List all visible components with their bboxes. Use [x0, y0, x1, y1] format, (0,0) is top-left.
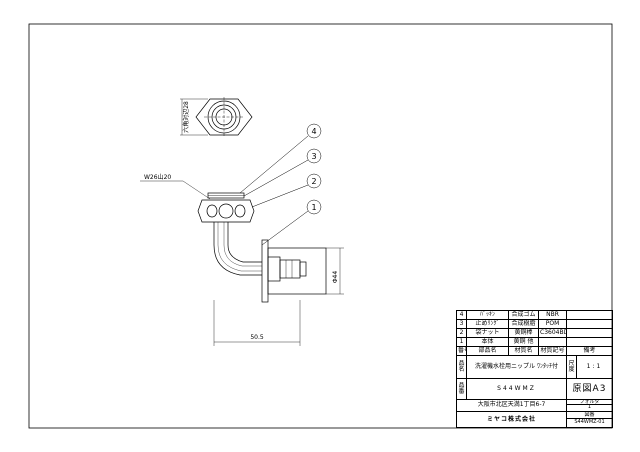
folder-label: フォルダ [567, 400, 612, 406]
hex-dimension-label: 六角対辺28 [182, 101, 190, 133]
folder-value: 1 [587, 404, 592, 411]
part-balloons [239, 123, 322, 246]
header-name: 部品名 [466, 346, 509, 357]
drawing-border [28, 23, 613, 429]
product-code: S44WMZ [466, 378, 567, 400]
drawing-no-label: 図番 [567, 413, 612, 419]
diameter-dimension-label: Φ44 [332, 271, 339, 284]
dimensions [213, 247, 344, 346]
part-name: 止めﾘﾝｸﾞ [466, 319, 509, 330]
part-name: ﾊﾟｯｷﾝ [466, 309, 509, 321]
part-remarks [566, 309, 613, 321]
scale-value: 1:1 [576, 355, 613, 380]
part-no: 3 [456, 319, 467, 330]
length-dimension-label: 50.5 [250, 334, 264, 341]
part-no: 2 [456, 328, 467, 339]
parts-row: 2 袋ナット 黄銅棒 C3604BD [456, 328, 613, 339]
company-row: ミヤコ株式会社 図番 S44WMZ-01 [456, 411, 613, 428]
part-no: 4 [456, 309, 467, 321]
drawing-no-value: S44WMZ-01 [574, 419, 605, 425]
company-name: ミヤコ株式会社 [456, 411, 567, 428]
part-material: 黄銅棒 [508, 328, 539, 339]
title-block: 4 ﾊﾟｯｷﾝ 合成ゴム NBR 3 止めﾘﾝｸﾞ 合成樹脂 POM 2 袋ナッ… [456, 309, 613, 428]
header-remarks: 備考 [566, 346, 613, 357]
balloon-2: 2 [311, 177, 316, 186]
part-remarks [566, 319, 613, 330]
part-name: 袋ナット [466, 328, 509, 339]
parts-row: 1 本体 黄銅 他 [456, 337, 613, 348]
address-row: 大阪市北区天満1丁目6-7 フォルダ 1 [456, 398, 613, 413]
company-address: 大阪市北区天満1丁目6-7 [456, 398, 567, 413]
code-label: 品番 [456, 378, 467, 400]
balloon-1: 1 [311, 203, 316, 212]
scale-label: 尺度 [566, 355, 577, 380]
part-code: C3604BD [538, 328, 567, 339]
part-material: 合成樹脂 [508, 319, 539, 330]
part-code [538, 337, 567, 348]
balloon-3: 3 [311, 152, 316, 161]
product-code-row: 品番 S44WMZ 原図A3 [456, 378, 613, 400]
part-code: NBR [538, 309, 567, 321]
part-remarks [566, 337, 613, 348]
product-name-row: 品名 洗濯機水栓用ニップル ﾜﾝﾀｯﾁ付 尺度 1:1 [456, 355, 613, 380]
part-material: 黄銅 他 [508, 337, 539, 348]
name-label: 品名 [456, 355, 467, 380]
balloon-4: 4 [311, 127, 316, 136]
header-code: 材質記号 [538, 346, 567, 357]
hex-nut-view [180, 97, 253, 137]
part-material: 合成ゴム [508, 309, 539, 321]
parts-row: 4 ﾊﾟｯｷﾝ 合成ゴム NBR [456, 309, 613, 321]
drawing-type: 原図A3 [566, 378, 613, 400]
parts-header-row: 番号 部品名 材質名 材質記号 備考 [456, 346, 613, 357]
thread-label: W26山20 [144, 173, 171, 181]
part-name: 本体 [466, 337, 509, 348]
part-code: POM [538, 319, 567, 330]
part-remarks [566, 328, 613, 339]
parts-row: 3 止めﾘﾝｸﾞ 合成樹脂 POM [456, 319, 613, 330]
elbow-fitting-view [197, 192, 327, 303]
header-material: 材質名 [508, 346, 539, 357]
header-no: 番号 [456, 346, 467, 357]
part-no: 1 [456, 337, 467, 348]
product-name: 洗濯機水栓用ニップル ﾜﾝﾀｯﾁ付 [466, 355, 567, 380]
